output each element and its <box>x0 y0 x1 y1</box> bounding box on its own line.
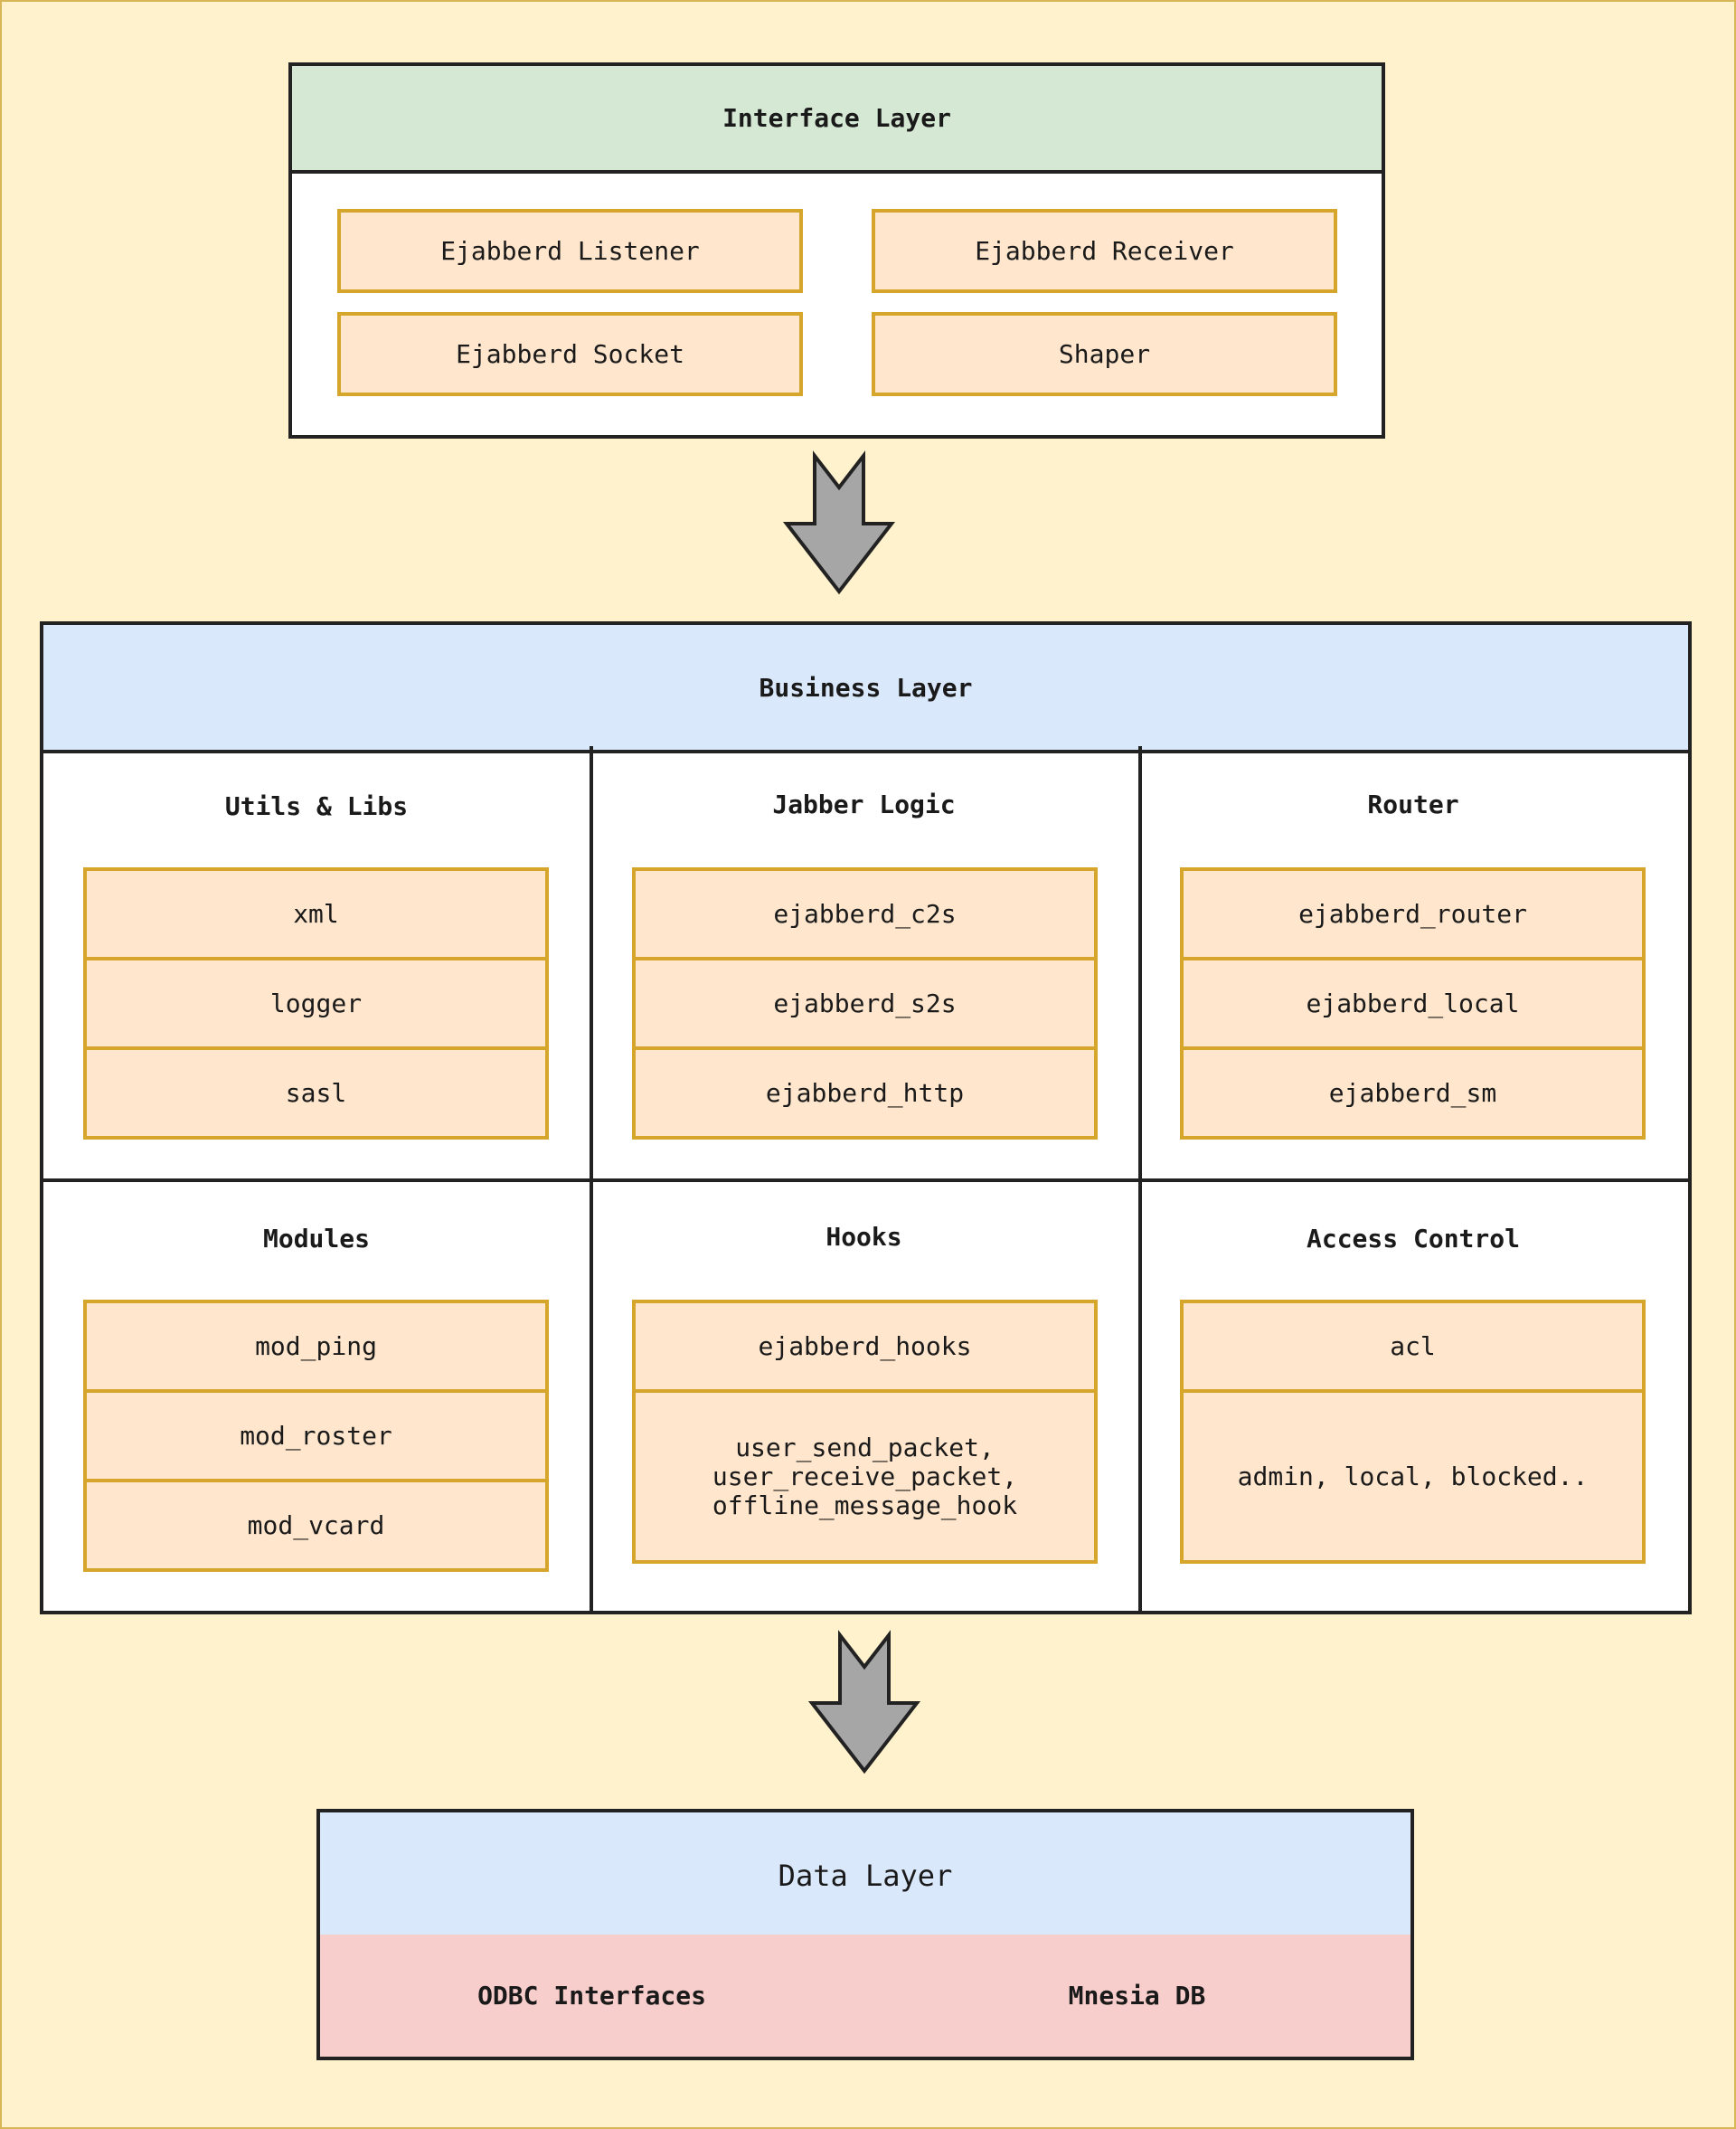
module-item: ejabberd_c2s <box>632 867 1098 960</box>
module-item: mod_vcard <box>83 1479 549 1572</box>
section-modules: Modules mod_ping mod_roster mod_vcard <box>43 1178 593 1611</box>
module-item: xml <box>83 867 549 960</box>
section-title: Utils & Libs <box>224 791 409 821</box>
component-ejabberd-listener: Ejabberd Listener <box>337 209 803 293</box>
acl-groups: admin, local, blocked.. <box>1180 1389 1646 1564</box>
module-item: ejabberd_router <box>1180 867 1646 960</box>
component-ejabberd-receiver: Ejabberd Receiver <box>872 209 1337 293</box>
business-layer: Business Layer Utils & Libs xml logger s… <box>40 621 1692 1614</box>
section-title: Access Control <box>1306 1224 1520 1254</box>
module-item: acl <box>1180 1300 1646 1393</box>
module-item: logger <box>83 957 549 1050</box>
data-part-odbc-interfaces: ODBC Interfaces <box>320 1935 867 2057</box>
section-utils-libs: Utils & Libs xml logger sasl <box>43 746 593 1182</box>
module-item: ejabberd_hooks <box>632 1300 1098 1393</box>
section-jabber-logic: Jabber Logic ejabberd_c2s ejabberd_s2s e… <box>590 746 1142 1182</box>
module-item: sasl <box>83 1046 549 1140</box>
module-item: ejabberd_s2s <box>632 957 1098 1050</box>
section-title: Hooks <box>826 1222 902 1252</box>
section-title: Jabber Logic <box>772 790 956 819</box>
data-layer: Data Layer ODBC Interfaces Mnesia DB <box>316 1809 1414 2060</box>
data-layer-title: Data Layer <box>778 1858 953 1893</box>
module-item: mod_roster <box>83 1389 549 1482</box>
section-title: Modules <box>262 1224 370 1254</box>
interface-layer-header: Interface Layer <box>292 66 1382 174</box>
component-ejabberd-socket: Ejabberd Socket <box>337 312 803 396</box>
data-part-mnesia-db: Mnesia DB <box>863 1935 1410 2057</box>
section-access-control: Access Control acl admin, local, blocked… <box>1138 1178 1688 1611</box>
business-layer-title: Business Layer <box>759 672 973 703</box>
section-router: Router ejabberd_router ejabberd_local ej… <box>1138 746 1688 1182</box>
component-shaper: Shaper <box>872 312 1337 396</box>
business-layer-header: Business Layer <box>43 625 1688 753</box>
module-item: ejabberd_sm <box>1180 1046 1646 1140</box>
module-item: ejabberd_local <box>1180 957 1646 1050</box>
hook-list: user_send_packet, user_receive_packet, o… <box>632 1389 1098 1564</box>
interface-layer: Interface Layer Ejabberd Listener Ejabbe… <box>288 62 1385 439</box>
down-arrow-icon <box>782 450 896 595</box>
down-arrow-icon <box>807 1630 921 1774</box>
interface-layer-title: Interface Layer <box>722 103 951 133</box>
section-hooks: Hooks ejabberd_hooks user_send_packet, u… <box>590 1178 1142 1611</box>
module-item: ejabberd_http <box>632 1046 1098 1140</box>
module-item: mod_ping <box>83 1300 549 1393</box>
section-title: Router <box>1367 790 1459 819</box>
data-layer-header: Data Layer <box>320 1812 1410 1942</box>
